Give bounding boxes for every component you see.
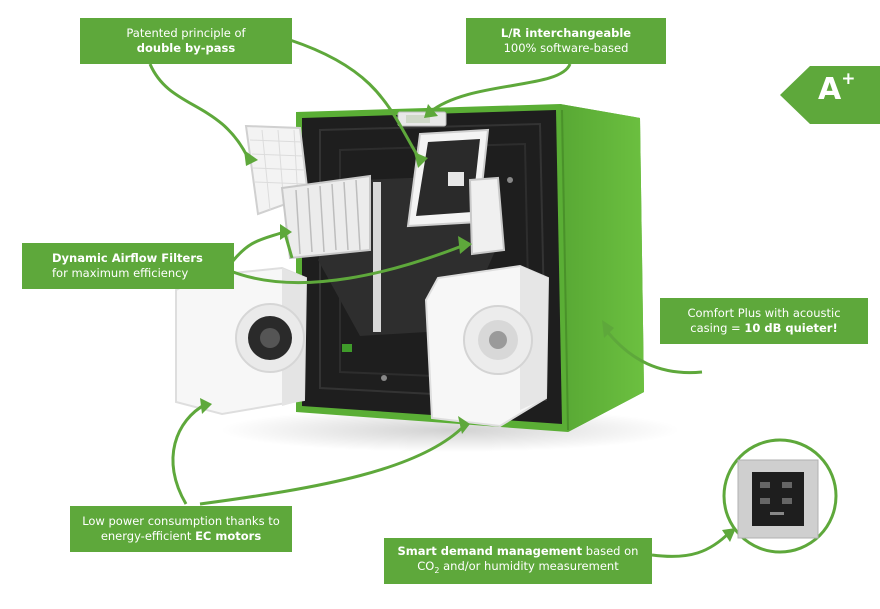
- callout-text-line2: energy-efficient EC motors: [100, 529, 262, 543]
- callout-text: for maximum efficiency: [52, 266, 189, 280]
- arrow-filters-right: [227, 244, 463, 285]
- arrow-heads: [200, 104, 736, 542]
- callout-text: Comfort Plus with acoustic: [687, 306, 841, 320]
- fan-module-right: [424, 264, 550, 428]
- callout-bold-text: Dynamic Airflow Filters: [52, 251, 203, 265]
- energy-grade: A+: [818, 69, 856, 107]
- control-panel-icon: [722, 438, 838, 554]
- callout-text-line2: casing = 10 dB quieter!: [690, 321, 838, 335]
- arrow-bypass: [148, 63, 250, 159]
- fan-module-left: [175, 266, 308, 416]
- arrow-comfort: [604, 329, 703, 375]
- arrow-interchangeable: [429, 63, 572, 114]
- callout-text-line2: CO2 and/or humidity measurement: [417, 559, 619, 575]
- callout-text: Patented principle of: [126, 26, 246, 40]
- callout-arrows: [148, 38, 732, 558]
- callout-smart-demand: Smart demand management based on CO2 and…: [384, 538, 652, 584]
- callout-low-power: Low power consumption thanks to energy-e…: [70, 506, 292, 552]
- callout-dynamic-filters: Dynamic Airflow Filters for maximum effi…: [22, 243, 234, 289]
- arrow-bypass-flap: [289, 38, 422, 161]
- energy-badge: [780, 66, 880, 124]
- arrow-power-right: [199, 424, 466, 506]
- callout-double-bypass: Patented principle of double by-pass: [80, 18, 292, 64]
- callout-lr-interchangeable: L/R interchangeable 100% software-based: [466, 18, 666, 64]
- arrow-filters-left: [230, 230, 285, 263]
- callout-bold-text: L/R interchangeable: [500, 26, 632, 40]
- arrow-power-left: [171, 402, 207, 505]
- arrow-smart: [651, 530, 732, 558]
- callout-text: 100% software-based: [503, 41, 629, 55]
- callout-bold-text: double by-pass: [136, 41, 236, 55]
- callout-text: Smart demand management based on: [397, 544, 639, 558]
- callout-text: Low power consumption thanks to: [82, 514, 280, 528]
- callout-comfort-plus: Comfort Plus with acoustic casing = 10 d…: [660, 298, 868, 344]
- filter-icon: [244, 124, 506, 260]
- display-module: [397, 111, 447, 127]
- bypass-flap-icon: [406, 128, 490, 228]
